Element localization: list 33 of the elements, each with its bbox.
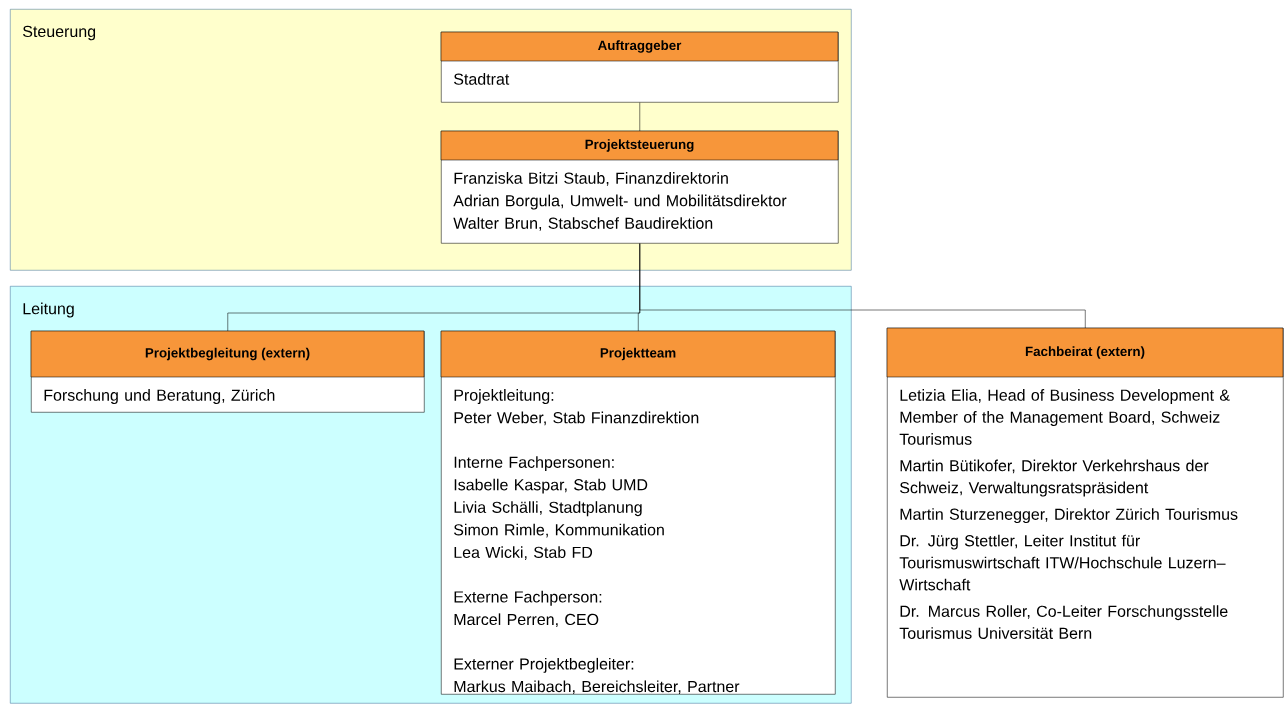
body-text: Externer Projektbegleiter:: [454, 657, 634, 673]
org-box: [440, 31, 839, 103]
body-text: Projektleitung:: [454, 389, 554, 404]
box-header: Projektbegleitung (extern): [30, 330, 425, 378]
body-text: Peter Weber, Stab Finanzdirektion: [454, 411, 699, 426]
body-text: Isabelle Kaspar, Stab UMD: [454, 478, 648, 494]
org-box: [440, 330, 836, 695]
org-box: [440, 130, 839, 244]
body-text: Dr. Marcus Roller, Co-Leiter Forschungsstelle Tourismus Universität Bern: [899, 605, 1228, 639]
box-header: Projektsteuerung: [440, 130, 839, 161]
body-text: Simon Rimle, Kommunikation: [454, 523, 664, 538]
body-text: Martin Bütikofer, Direktor Verkehrshaus der Schweiz, Verwaltungsratspräsident: [900, 459, 1209, 497]
body-text: Marcel Perren, CEO: [454, 613, 599, 627]
connector-line: [639, 102, 641, 132]
connector-line: [639, 243, 1086, 329]
body-text: Externe Fachperson:: [454, 590, 602, 606]
body-text: Markus Maibach, Bereichsleiter, Partner: [454, 680, 740, 695]
body-text: Franziska Bitzi Staub, Finanzdirektorin: [454, 172, 728, 186]
body-text: Letizia Elia, Head of Business Development & Member of the Management Board, Schweiz Tourismus: [899, 389, 1230, 445]
body-text: Forschung und Beratung, Zürich: [44, 389, 275, 404]
body-text: Lea Wicki, Stab FD: [454, 546, 593, 560]
box-header: Auftraggeber: [440, 31, 839, 62]
body-text: Adrian Borgula, Umwelt- und Mobilitätsdirektor: [453, 194, 787, 210]
body-text: Martin Sturzenegger, Direktor Zürich Tourismus: [900, 508, 1238, 524]
body-text: Interne Fachpersonen:: [454, 456, 614, 472]
box-header: Fachbeirat (extern): [886, 327, 1284, 378]
body-text: Livia Schälli, Stadtplanung: [454, 501, 642, 517]
box-header: Projektteam: [440, 330, 836, 378]
body-text: Walter Brun, Stabschef Baudirektion: [453, 217, 713, 231]
body-text: Dr. Jürg Stettler, Leiter Institut für Tourismuswirtschaft ITW/Hochschule Luzern–Wirtschaft: [899, 534, 1226, 591]
org-box: [886, 327, 1284, 698]
org-box: [30, 330, 425, 413]
body-text: Stadtrat: [454, 73, 510, 85]
